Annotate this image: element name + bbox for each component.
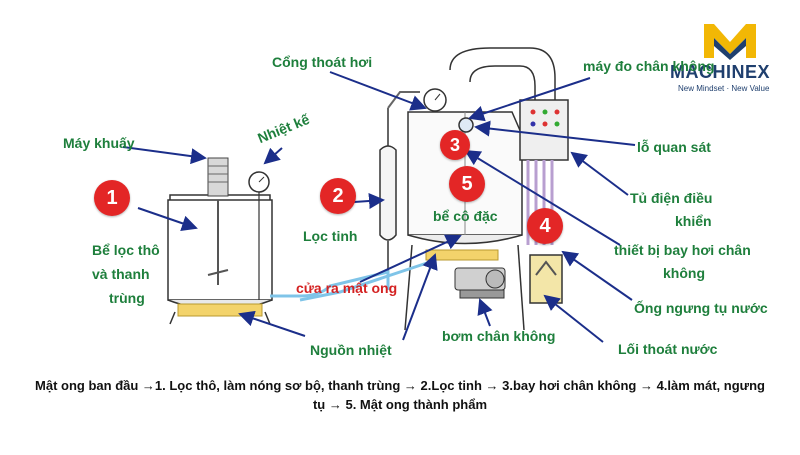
label-vacuum-pump: bơm chân không [442,328,556,344]
label-coarse-tank-1: Bể lọc thô [92,242,160,258]
label-water-drain: Lối thoát nước [618,341,718,357]
step-badge-4: 4 [527,208,563,244]
step-badge-1: 1 [94,180,130,216]
label-steam-outlet: Cổng thoát hơi [272,54,373,70]
label-honey-outlet: cửa ra mật ong [296,280,398,296]
process-caption: Mật ong ban đầu →1. Lọc thô, làm nóng sơ… [20,376,780,414]
tank-coarse-filter [167,157,273,325]
caption-line-1: Mật ong ban đầu →1. Lọc thô, làm nóng sơ… [35,378,765,393]
label-vacuum-gauge: máy đo chân không [583,58,715,74]
honey-pipes [270,91,431,302]
step-badge-3: 3 [440,130,470,160]
label-control-cabinet-2: khiển [675,213,712,229]
caption-line-2: tụ → 5. Mật ong thành phẩm [312,397,488,412]
label-evaporator-1: thiết bị bay hơi chân [614,242,751,258]
machinex-m-icon [704,24,756,60]
label-coarse-tank-3: trùng [109,290,145,306]
fine-filter [379,108,397,290]
label-evaporator-2: không [663,265,705,281]
label-fine-filter: Lọc tinh [303,228,358,244]
leader-arrows [122,71,636,343]
brand-name: MACHINEX [670,62,771,82]
label-control-cabinet-1: Tủ điện điều [630,190,713,206]
vacuum-pump [454,267,506,299]
step-badge-2: 2 [320,178,356,214]
control-cabinet [519,99,569,245]
brand-tagline: New Mindset · New Value [678,84,770,93]
label-coarse-tank-2: và thanh [92,266,150,282]
label-sight-glass: lỗ quan sát [637,139,711,155]
label-concentration-tank: bể cô đặc [433,208,498,224]
machinex-logo: MACHINEX New Mindset · New Value [670,18,780,98]
step-badge-5: 5 [449,166,485,202]
label-stirrer: Máy khuấy [63,135,135,151]
label-condenser: Ống ngưng tụ nước [634,300,768,316]
label-heat-source: Nguồn nhiệt [310,342,392,358]
